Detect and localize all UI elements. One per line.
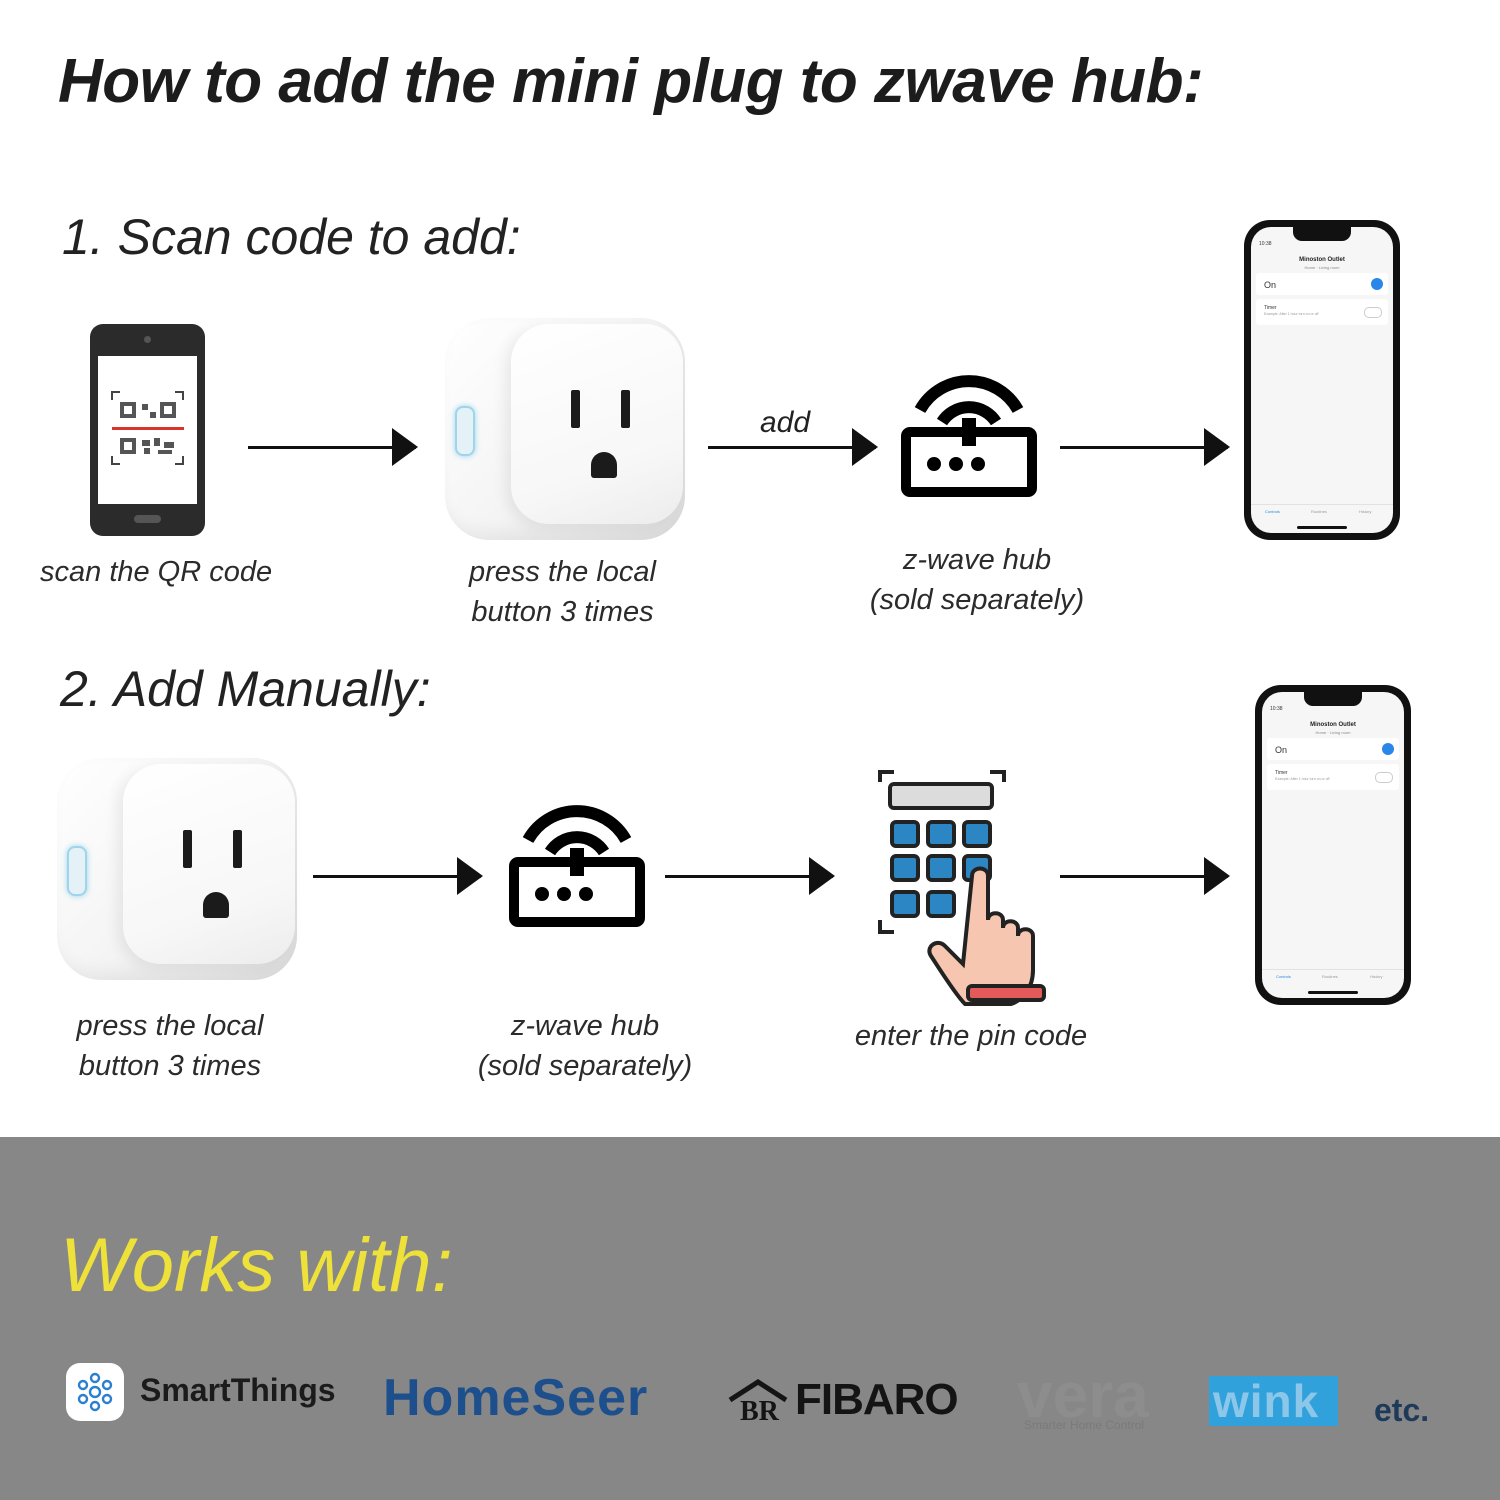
caption-hub-1: z-wave hub (sold separately) (869, 544, 1085, 616)
keypad-hand-icon (878, 770, 1046, 1006)
smartthings-logo: SmartThings (140, 1372, 336, 1408)
vera-tagline: Smarter Home Control (1024, 1418, 1145, 1432)
arrow (665, 857, 835, 895)
wink-logo: wink (1213, 1375, 1320, 1427)
caption-scan-qr: scan the QR code (40, 556, 273, 588)
arrow (1060, 428, 1230, 466)
smartphone-app-icon: 10:38 Minoston Outlet Home · Living room… (1244, 220, 1400, 540)
smartthings-logo-icon (66, 1363, 124, 1421)
works-with-band (0, 1137, 1500, 1500)
arrow (248, 428, 418, 466)
section-2-heading: 2. Add Manually: (60, 661, 431, 717)
router-hub-icon (509, 805, 645, 927)
caption-hub-2: z-wave hub (sold separately) (477, 1010, 693, 1082)
page-title: How to add the mini plug to zwave hub: (58, 47, 1204, 116)
arrow-label-add: add (760, 406, 811, 439)
qr-phone-icon (90, 324, 205, 536)
local-button (67, 846, 87, 896)
etc-label: etc. (1374, 1392, 1430, 1428)
works-with-heading: Works with: (60, 1223, 453, 1308)
smartphone-app-icon: 10:38 Minoston Outlet Home · Living room… (1255, 685, 1411, 1005)
caption-press-button-2: press the local button 3 times (76, 1010, 264, 1082)
fibaro-logo: FIBARO (795, 1375, 959, 1424)
mini-plug-icon (57, 758, 297, 980)
section-1-heading: 1. Scan code to add: (62, 209, 521, 265)
svg-text:BR: BR (740, 1396, 780, 1422)
router-hub-icon (901, 375, 1037, 497)
caption-pin-code: enter the pin code (854, 1020, 1088, 1052)
homeseer-logo: HomeSeer (383, 1369, 649, 1427)
arrow (1060, 857, 1230, 895)
wink-logo-box (1209, 1376, 1338, 1426)
arrow (708, 428, 878, 466)
local-button (455, 406, 475, 456)
arrow (313, 857, 483, 895)
vera-logo: vera (1017, 1359, 1149, 1431)
fibaro-house-icon: BR (728, 1379, 788, 1422)
caption-press-button-1: press the local button 3 times (469, 556, 656, 628)
mini-plug-icon (445, 318, 685, 540)
